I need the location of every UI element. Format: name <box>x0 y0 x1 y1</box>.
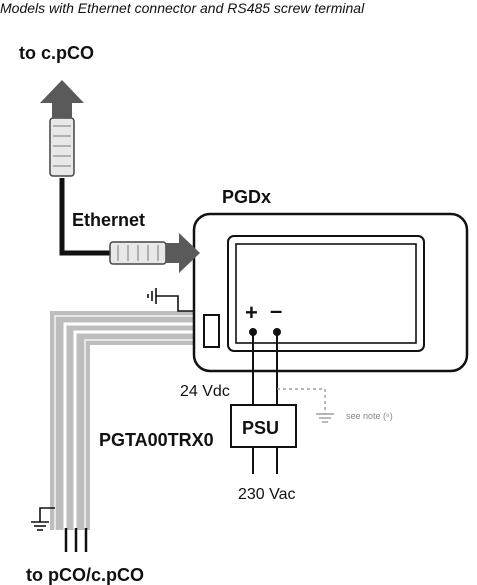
ethernet-label: Ethernet <box>72 210 146 230</box>
ethernet-cable <box>49 117 167 265</box>
rs485-wire-ends <box>64 528 88 552</box>
230vac-label: 230 Vac <box>238 486 296 503</box>
rs485-cable-bundle <box>50 311 200 530</box>
minus-terminal-label: – <box>270 298 283 323</box>
ground-symbol-top <box>147 288 200 312</box>
arrow-up-to-cpco <box>40 80 84 118</box>
plus-terminal-label: + <box>245 300 258 325</box>
pgdx-label: PGDx <box>222 187 272 207</box>
pgdx-device <box>192 212 469 373</box>
psu-block <box>230 404 297 474</box>
psu-label: PSU <box>242 418 280 438</box>
see-note-label: see note (⁶) <box>346 411 393 421</box>
arrow-right-to-pgdx <box>166 233 200 273</box>
psu-earth-note <box>277 388 334 423</box>
to-cpco-label: to c.pCO <box>19 43 94 63</box>
24vdc-label: 24 Vdc <box>180 383 230 400</box>
to-pco-cpco-label: to pCO/c.pCO <box>26 565 144 585</box>
ground-symbol-bottom <box>31 507 55 531</box>
psu-model-label: PGTA00TRX0 <box>99 430 214 450</box>
power-terminals <box>249 328 281 405</box>
diagram-caption: Models with Ethernet connector and RS485… <box>0 0 365 16</box>
